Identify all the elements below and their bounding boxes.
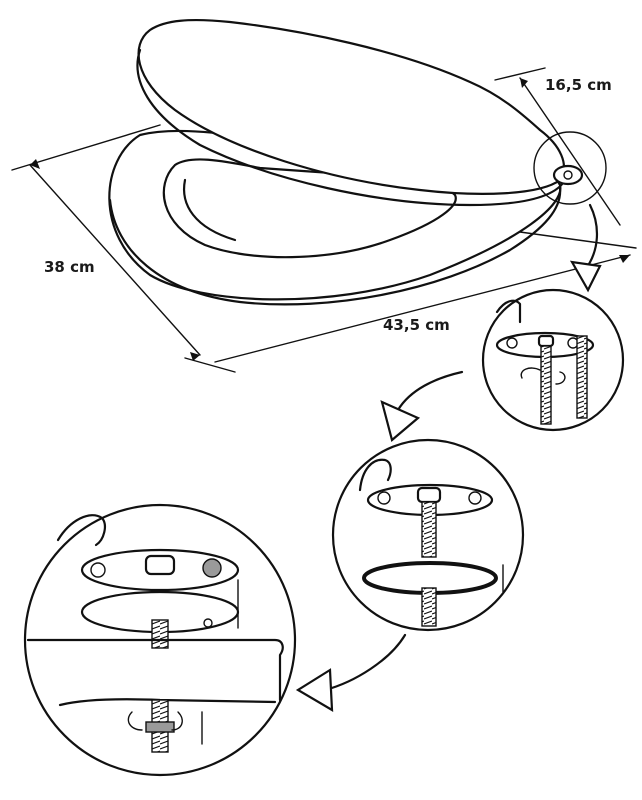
width-dimension-line	[11, 124, 236, 373]
toilet-seat-drawing	[108, 18, 607, 306]
depth-dimension-label: 43,5 cm	[383, 316, 450, 334]
detail-circle-hinge-bolts	[481, 288, 625, 432]
width-dimension-label: 38 cm	[44, 258, 95, 276]
detail-circle-bolt-washer	[331, 438, 525, 632]
callout-arrow-3	[295, 633, 407, 712]
hinge-spacing-label: 16,5 cm	[545, 76, 612, 94]
callout-arrow-1	[569, 203, 602, 293]
callout-arrow-2	[380, 370, 464, 442]
depth-dimension-line	[214, 231, 637, 363]
detail-circle-mounted-bolt	[23, 503, 297, 777]
hinge-dimension-line	[494, 67, 621, 226]
